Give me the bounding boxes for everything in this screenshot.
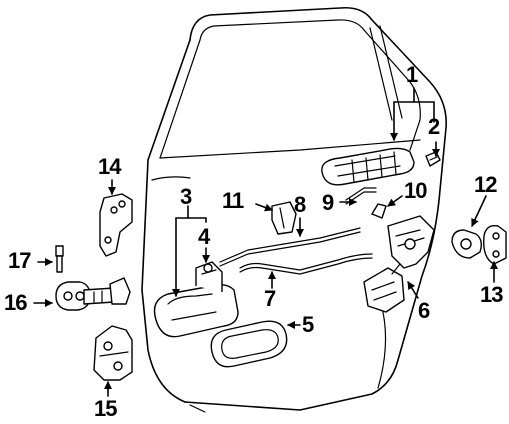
door-check-part xyxy=(55,277,131,311)
handle-bezel-part xyxy=(210,320,288,368)
callout-5: 5 xyxy=(302,312,314,337)
callout-9: 9 xyxy=(322,190,334,215)
callout-1: 1 xyxy=(406,62,418,87)
leader-lines xyxy=(33,87,498,397)
callout-7: 7 xyxy=(264,286,276,311)
callout-4: 4 xyxy=(198,224,210,249)
lock-rods xyxy=(219,227,373,275)
callout-8: 8 xyxy=(294,192,306,217)
lock-clip-part xyxy=(271,201,297,235)
striker-part xyxy=(451,229,483,259)
callout-12: 12 xyxy=(474,172,498,197)
callout-16: 16 xyxy=(4,290,28,315)
outside-handle-part xyxy=(321,147,415,186)
door-latch-actuator-part xyxy=(363,215,435,313)
callout-17: 17 xyxy=(8,248,32,273)
rod-clip-part xyxy=(371,203,387,219)
callout-2: 2 xyxy=(428,114,440,139)
upper-hinge-part xyxy=(99,193,133,257)
callout-3: 3 xyxy=(180,184,192,209)
striker-shim-part xyxy=(483,225,507,265)
callout-14: 14 xyxy=(98,154,122,179)
callout-10: 10 xyxy=(404,178,428,203)
clip-part xyxy=(425,151,441,167)
door-frame-outline xyxy=(141,6,447,413)
callout-13: 13 xyxy=(480,282,504,307)
inside-handle-part xyxy=(153,261,239,338)
lower-hinge-part xyxy=(93,325,133,381)
callout-11: 11 xyxy=(222,188,244,213)
callout-6: 6 xyxy=(418,298,430,323)
callout-15: 15 xyxy=(94,396,118,421)
bolt-part xyxy=(55,245,64,273)
